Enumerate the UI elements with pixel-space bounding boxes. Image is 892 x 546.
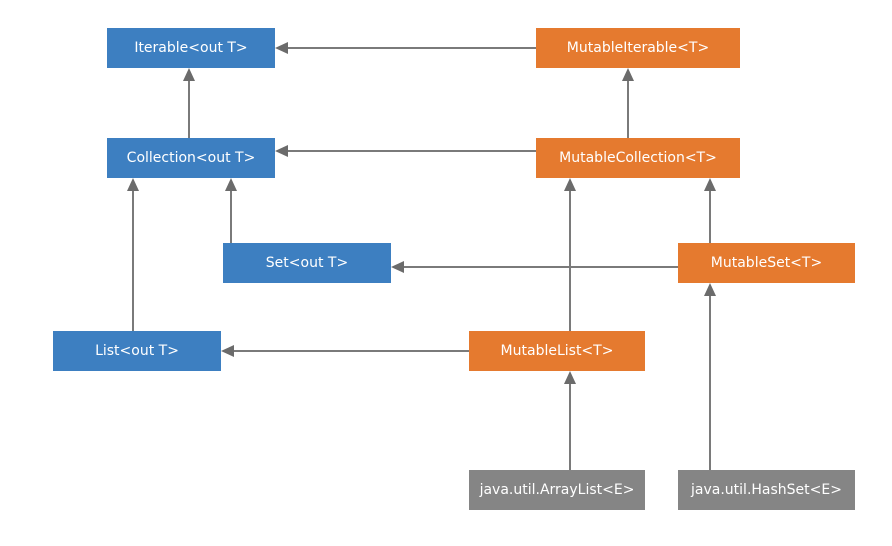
- arrow-mutable-list-to-mutable-collection: [564, 178, 576, 331]
- arrowhead: [221, 345, 234, 357]
- mutable-set-label: MutableSet<T>: [710, 255, 823, 271]
- arrowhead: [564, 371, 576, 384]
- collection-label: Collection<out T>: [126, 150, 256, 166]
- arrowhead: [622, 68, 634, 81]
- arrow-set-to-collection: [225, 178, 237, 243]
- arrowhead: [275, 145, 288, 157]
- collection-node: Collection<out T>: [107, 138, 275, 178]
- hash-set-node: java.util.HashSet<E>: [678, 470, 855, 510]
- list-node: List<out T>: [53, 331, 221, 371]
- mutable-iterable-node: MutableIterable<T>: [536, 28, 740, 68]
- arrow-hash-set-to-mutable-set: [704, 283, 716, 470]
- list-label: List<out T>: [95, 343, 179, 359]
- set-label: Set<out T>: [265, 255, 349, 271]
- array-list-label: java.util.ArrayList<E>: [479, 482, 635, 498]
- mutable-collection-label: MutableCollection<T>: [559, 150, 717, 166]
- arrowhead: [127, 178, 139, 191]
- arrow-mutable-set-to-set: [391, 261, 678, 273]
- arrow-mutable-set-to-mutable-collection: [704, 178, 716, 243]
- arrowhead: [704, 178, 716, 191]
- arrow-mutable-collection-to-mutable-iterable: [622, 68, 634, 138]
- arrow-mutable-iterable-to-iterable: [275, 42, 536, 54]
- arrowhead: [225, 178, 237, 191]
- arrowhead: [704, 283, 716, 296]
- arrow-list-to-collection: [127, 178, 139, 331]
- arrow-mutable-collection-to-collection: [275, 145, 536, 157]
- arrow-collection-to-iterable: [183, 68, 195, 138]
- arrowhead: [275, 42, 288, 54]
- arrowhead: [183, 68, 195, 81]
- set-node: Set<out T>: [223, 243, 391, 283]
- arrow-array-list-to-mutable-list: [564, 371, 576, 470]
- mutable-list-node: MutableList<T>: [469, 331, 645, 371]
- mutable-iterable-label: MutableIterable<T>: [566, 40, 710, 56]
- mutable-collection-node: MutableCollection<T>: [536, 138, 740, 178]
- mutable-list-label: MutableList<T>: [500, 343, 614, 359]
- mutable-set-node: MutableSet<T>: [678, 243, 855, 283]
- arrowhead: [564, 178, 576, 191]
- hash-set-label: java.util.HashSet<E>: [691, 482, 842, 498]
- iterable-node: Iterable<out T>: [107, 28, 275, 68]
- array-list-node: java.util.ArrayList<E>: [469, 470, 645, 510]
- arrow-mutable-list-to-list: [221, 345, 469, 357]
- arrowhead: [391, 261, 404, 273]
- iterable-label: Iterable<out T>: [134, 40, 248, 56]
